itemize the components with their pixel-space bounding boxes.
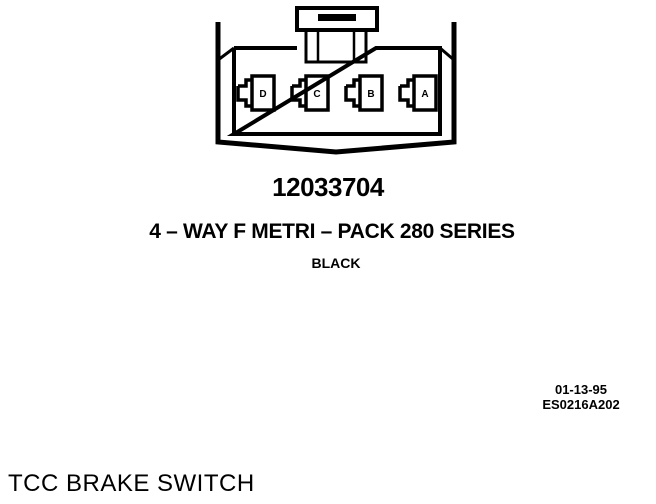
connector-description: 4 – WAY F METRI – PACK 280 SERIES <box>149 220 515 243</box>
pin-cavity-d: D <box>236 74 276 112</box>
pin-label-c: C <box>313 89 320 100</box>
part-number: 12033704 <box>272 172 384 202</box>
pin-cavity-a: A <box>398 74 438 112</box>
reference-code: ES0216A202 <box>542 397 620 412</box>
connector-color: BLACK <box>311 255 361 271</box>
connector-housing <box>215 22 457 155</box>
pin-cavity-b: B <box>344 74 384 112</box>
locking-tab <box>295 6 379 64</box>
component-title: TCC BRAKE SWITCH <box>8 470 255 497</box>
pin-label-b: B <box>367 89 374 100</box>
pin-label-d: D <box>259 89 266 100</box>
pin-label-a: A <box>421 89 428 100</box>
reference-date: 01-13-95 <box>554 382 608 397</box>
pin-cavity-c: C <box>290 74 330 112</box>
